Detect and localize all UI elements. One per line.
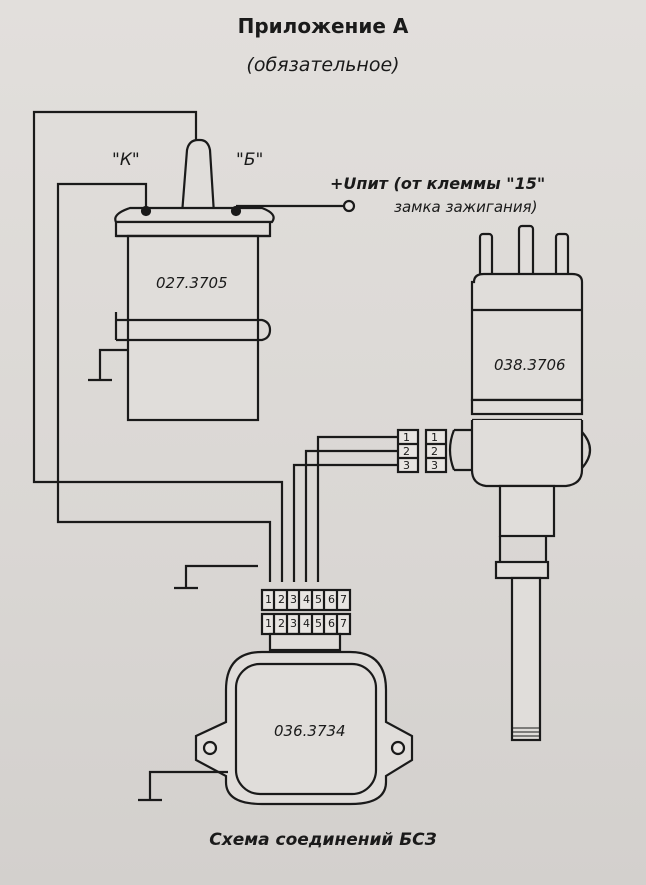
switch-connector-lower bbox=[260, 612, 352, 636]
switch-connector-upper bbox=[260, 588, 352, 612]
distributor-pin-left-1: 1 bbox=[403, 431, 410, 444]
switch-pin-lower-2: 2 bbox=[278, 617, 285, 630]
coil-wires bbox=[32, 110, 284, 582]
switch-pin-upper-3: 3 bbox=[290, 593, 297, 606]
switch-pin-upper-5: 5 bbox=[315, 593, 322, 606]
switch-pin-upper-2: 2 bbox=[278, 593, 285, 606]
switch-pin-upper-7: 7 bbox=[340, 593, 347, 606]
distributor-pin-left-3: 3 bbox=[403, 459, 410, 472]
distributor-model-label: 038.3706 bbox=[494, 356, 566, 374]
switch-pin-lower-1: 1 bbox=[265, 617, 272, 630]
switch-pin-lower-5: 5 bbox=[315, 617, 322, 630]
coil-model-label: 027.3705 bbox=[156, 274, 228, 292]
switch-model-label: 036.3734 bbox=[274, 722, 346, 740]
coil-terminal-k-label: "К" bbox=[112, 150, 140, 170]
power-label-line1: +Uпит (от клеммы "15" bbox=[330, 174, 546, 193]
switch-pin-upper-4: 4 bbox=[303, 593, 310, 606]
switch-unit bbox=[138, 650, 414, 806]
switch-pin-lower-6: 6 bbox=[328, 617, 335, 630]
switch-pin-upper-6: 6 bbox=[328, 593, 335, 606]
distributor-pin-right-1: 1 bbox=[431, 431, 438, 444]
ignition-coil bbox=[88, 138, 275, 422]
distributor-connector bbox=[396, 428, 448, 474]
switch-pin-upper-1: 1 bbox=[265, 593, 272, 606]
page-title: Приложение А bbox=[237, 14, 409, 38]
switch-pin-lower-7: 7 bbox=[340, 617, 347, 630]
switch-ground-wire bbox=[184, 564, 258, 588]
distributor-pin-right-3: 3 bbox=[431, 459, 438, 472]
switch-pin-lower-3: 3 bbox=[290, 617, 297, 630]
power-label-line2: замка зажигания) bbox=[394, 198, 538, 216]
distributor bbox=[448, 224, 592, 742]
page-subtitle: (обязательное) bbox=[246, 54, 400, 76]
sensor-wires bbox=[292, 435, 398, 582]
diagram-caption: Схема соединений БСЗ bbox=[209, 830, 437, 850]
switch-pin-lower-4: 4 bbox=[303, 617, 310, 630]
distributor-pin-left-2: 2 bbox=[403, 445, 410, 458]
distributor-pin-right-2: 2 bbox=[431, 445, 438, 458]
coil-terminal-b-label: "Б" bbox=[236, 150, 264, 170]
power-terminal bbox=[342, 199, 356, 213]
